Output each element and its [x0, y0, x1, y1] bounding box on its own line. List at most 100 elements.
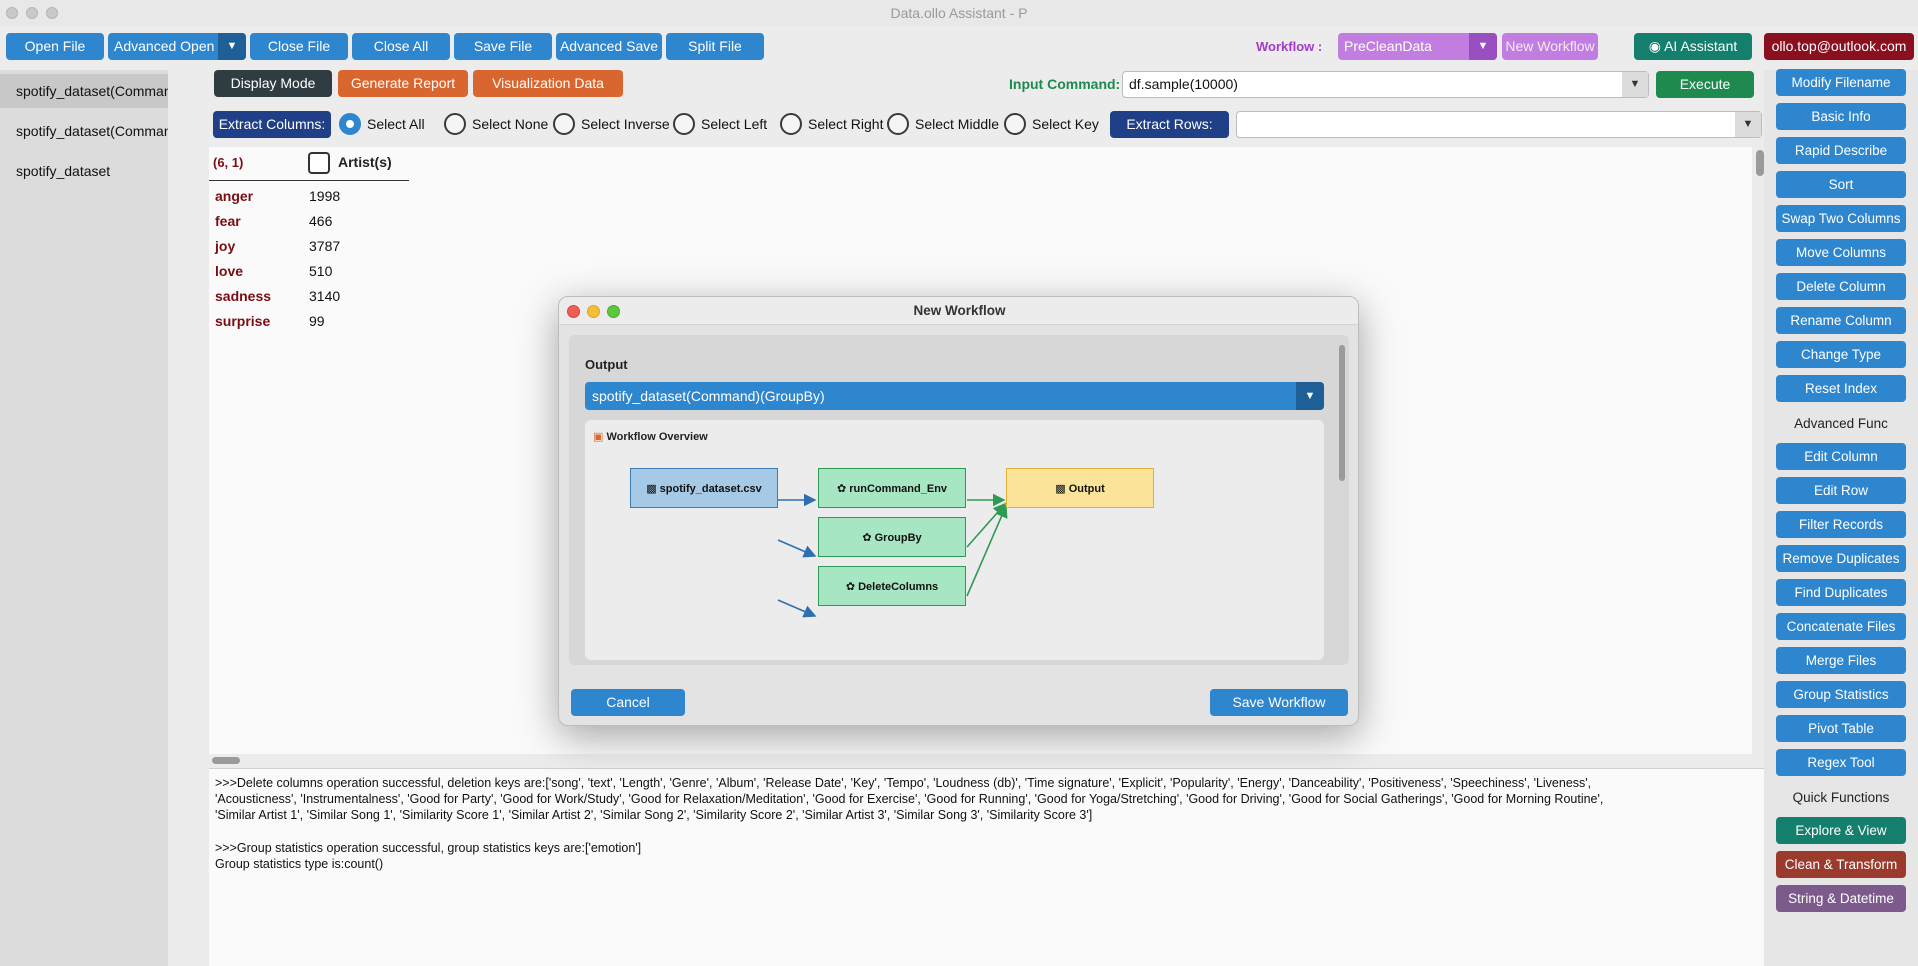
column-checkbox[interactable]	[308, 152, 330, 174]
advanced-save-button[interactable]: Advanced Save	[556, 33, 662, 60]
table-row-value: 3140	[309, 288, 341, 304]
clean-transform-button[interactable]: Clean & Transform	[1776, 851, 1906, 878]
ai-assistant-button[interactable]: ◉ AI Assistant	[1634, 33, 1752, 60]
edit-row-button[interactable]: Edit Row	[1776, 477, 1906, 504]
command-input[interactable]: df.sample(10000) ▼	[1122, 71, 1649, 98]
new-workflow-button[interactable]: New Workflow	[1502, 33, 1598, 60]
extract-rows-input[interactable]: ▼	[1236, 111, 1762, 138]
column-header: Artist(s)	[338, 154, 392, 170]
workflow-value: PreCleanData	[1344, 38, 1432, 54]
change-type-button[interactable]: Change Type	[1776, 341, 1906, 368]
quick-functions-label: Quick Functions	[1792, 790, 1890, 805]
close-file-button[interactable]: Close File	[250, 33, 348, 60]
console-output: >>>Delete columns operation successful, …	[209, 768, 1764, 966]
save-file-button[interactable]: Save File	[454, 33, 552, 60]
dialog-title-text: New Workflow	[913, 303, 1006, 318]
edge-to-deletecolumns	[777, 599, 817, 618]
node-groupby[interactable]: ✿ GroupBy	[818, 517, 966, 557]
zoom-window-button[interactable]	[46, 7, 58, 19]
rename-column-button[interactable]: Rename Column	[1776, 307, 1906, 334]
radio-select-none[interactable]: Select None	[444, 112, 548, 136]
basic-info-button[interactable]: Basic Info	[1776, 103, 1906, 130]
node-output[interactable]: ▩ Output	[1006, 468, 1154, 508]
delete-column-button[interactable]: Delete Column	[1776, 273, 1906, 300]
group-statistics-button[interactable]: Group Statistics	[1776, 681, 1906, 708]
filter-records-button[interactable]: Filter Records	[1776, 511, 1906, 538]
chevron-down-icon: ▼	[1735, 112, 1761, 137]
radio-select-left[interactable]: Select Left	[673, 112, 767, 136]
sort-button[interactable]: Sort	[1776, 171, 1906, 198]
swap-two-columns-button[interactable]: Swap Two Columns	[1776, 205, 1906, 232]
chevron-down-icon: ▼	[1622, 72, 1648, 97]
minimize-dialog-button[interactable]	[587, 305, 600, 318]
node-label: GroupBy	[874, 532, 922, 544]
merge-files-button[interactable]: Merge Files	[1776, 647, 1906, 674]
advanced-open-dropdown[interactable]: Advanced Open ▼	[108, 33, 246, 60]
node-label: Output	[1068, 483, 1105, 495]
vertical-scrollbar[interactable]	[1756, 150, 1764, 176]
radio-select-inverse[interactable]: Select Inverse	[553, 112, 670, 136]
node-run-command[interactable]: ✿ runCommand_Env	[818, 468, 966, 508]
modify-filename-button[interactable]: Modify Filename	[1776, 69, 1906, 96]
remove-duplicates-button[interactable]: Remove Duplicates	[1776, 545, 1906, 572]
close-window-button[interactable]	[6, 7, 18, 19]
save-workflow-button[interactable]: Save Workflow	[1210, 689, 1348, 716]
workflow-overview-label: Workflow Overview	[606, 431, 708, 443]
radio-label: Select None	[472, 116, 549, 132]
cancel-button[interactable]: Cancel	[571, 689, 685, 716]
find-duplicates-button[interactable]: Find Duplicates	[1776, 579, 1906, 606]
console-line: 'Similar Artist 1', 'Similar Song 1', 'S…	[215, 808, 1093, 823]
open-file-button[interactable]: Open File	[6, 33, 104, 60]
radio-label: Select Middle	[915, 116, 1000, 132]
close-dialog-button[interactable]	[567, 305, 580, 318]
workflow-label: Workflow :	[1256, 39, 1323, 54]
dialog-scrollbar[interactable]	[1339, 345, 1345, 481]
radio-circle-icon	[1004, 113, 1026, 135]
concatenate-files-button[interactable]: Concatenate Files	[1776, 613, 1906, 640]
output-dropdown[interactable]: spotify_dataset(Command)(GroupBy) ▼	[585, 382, 1324, 410]
node-source[interactable]: ▩ spotify_dataset.csv	[630, 468, 778, 508]
sidebar-item-command[interactable]: spotify_dataset(Command)	[16, 123, 168, 139]
radio-select-middle[interactable]: Select Middle	[887, 112, 999, 136]
advanced-open-label: Advanced Open	[114, 38, 215, 54]
display-mode-button[interactable]: Display Mode	[214, 70, 332, 97]
visualization-data-button[interactable]: Visualization Data	[473, 70, 623, 97]
table-row-key: love	[215, 263, 244, 279]
zoom-dialog-button[interactable]	[607, 305, 620, 318]
execute-button[interactable]: Execute	[1656, 71, 1754, 98]
edit-column-button[interactable]: Edit Column	[1776, 443, 1906, 470]
extract-rows-button[interactable]: Extract Rows:	[1110, 111, 1229, 138]
edge-groupby-output	[966, 502, 1007, 548]
workflow-dropdown[interactable]: PreCleanData ▼	[1338, 33, 1497, 60]
extract-columns-button[interactable]: Extract Columns:	[213, 111, 331, 138]
table-shape: (6, 1)	[213, 155, 244, 170]
radio-label: Select Left	[701, 116, 768, 132]
generate-report-button[interactable]: Generate Report	[338, 70, 468, 97]
sidebar-item-groupby[interactable]: spotify_dataset(Command)(GroupBy)	[0, 74, 168, 108]
string-datetime-button[interactable]: String & Datetime	[1776, 885, 1906, 912]
radio-select-all[interactable]: Select All	[339, 112, 425, 136]
close-all-button[interactable]: Close All	[352, 33, 450, 60]
regex-tool-button[interactable]: Regex Tool	[1776, 749, 1906, 776]
node-delete-columns[interactable]: ✿ DeleteColumns	[818, 566, 966, 606]
node-label: runCommand_Env	[849, 483, 948, 495]
input-command-label: Input Command:	[1009, 76, 1121, 92]
minimize-window-button[interactable]	[26, 7, 38, 19]
explore-view-button[interactable]: Explore & View	[1776, 817, 1906, 844]
pivot-table-button[interactable]: Pivot Table	[1776, 715, 1906, 742]
rapid-describe-button[interactable]: Rapid Describe	[1776, 137, 1906, 164]
radio-select-right[interactable]: Select Right	[780, 112, 883, 136]
console-line	[215, 824, 1758, 840]
reset-index-button[interactable]: Reset Index	[1776, 375, 1906, 402]
gear-icon: ✿	[836, 483, 847, 495]
horizontal-scrollbar[interactable]	[212, 757, 240, 764]
radio-circle-icon	[780, 113, 802, 135]
move-columns-button[interactable]: Move Columns	[1776, 239, 1906, 266]
sidebar-item-dataset[interactable]: spotify_dataset	[16, 163, 111, 179]
account-button[interactable]: ollo.top@outlook.com	[1764, 33, 1914, 60]
radio-label: Select All	[367, 116, 425, 132]
node-label: spotify_dataset.csv	[659, 483, 762, 495]
radio-select-key[interactable]: Select Key	[1004, 112, 1099, 136]
split-file-button[interactable]: Split File	[666, 33, 764, 60]
table-row-key: anger	[215, 188, 254, 204]
